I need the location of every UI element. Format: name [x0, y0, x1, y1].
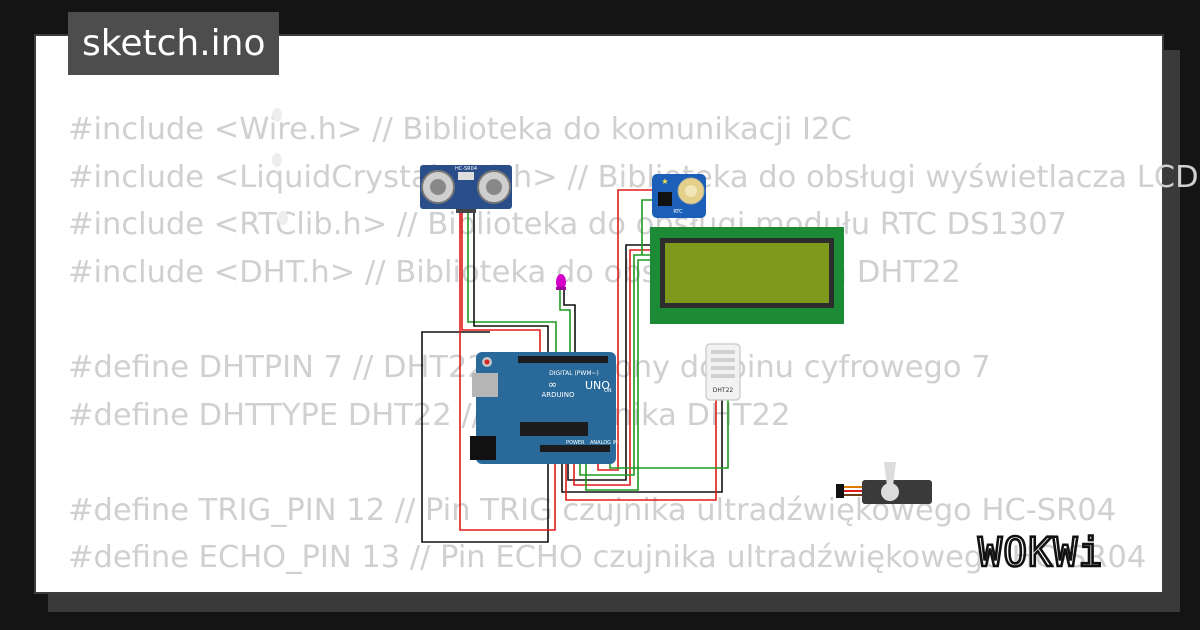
rtc-module[interactable]: ★ RTC — [652, 174, 706, 218]
wire-red — [573, 249, 655, 486]
wire-green — [579, 254, 655, 476]
wire-black — [561, 400, 723, 493]
arduino-power-label: POWER — [566, 440, 585, 446]
pink-led — [556, 274, 566, 290]
wokwi-logo-text: WOKWi — [978, 530, 1103, 576]
wire-black — [567, 244, 655, 481]
arduino-digital-label: DIGITAL (PWM~) — [549, 370, 599, 377]
svg-text:★: ★ — [661, 177, 668, 186]
wire-green — [467, 210, 557, 357]
dht22-sensor[interactable]: DHT22 — [705, 343, 741, 401]
file-tab[interactable]: sketch.ino — [68, 12, 280, 75]
wire-red — [565, 400, 717, 501]
wire-black — [421, 331, 549, 543]
wokwi-logo: WOKWi — [977, 529, 1104, 578]
code-line: #define DHTTYPE DHT22 // Typ czujnika DH… — [68, 397, 791, 433]
rtc-label: RTC — [673, 209, 683, 215]
sonar-label: HC-SR04 — [455, 166, 477, 172]
arduino-analog-label: ANALOG IN — [590, 440, 618, 446]
arduino-uno-board[interactable]: DIGITAL (PWM~) UNO ARDUINO POWER ANALOG … — [470, 352, 618, 464]
code-line: #include <Wire.h> // Biblioteka do komun… — [68, 112, 852, 147]
wire-red — [459, 210, 556, 531]
wire-red — [597, 189, 655, 471]
code-line: #include <LiquidCrystal_I2C.h> // Biblio… — [68, 159, 1199, 195]
arduino-infinity-icon: ∞ — [548, 378, 557, 391]
code-line: #include <RTClib.h> // Biblioteka do obs… — [68, 207, 1068, 243]
code-line: #define ECHO_PIN 13 // Pin ECHO czujnika… — [68, 540, 1147, 576]
lcd-display[interactable] — [650, 227, 844, 324]
wire-red — [461, 210, 541, 357]
arduino-model-label: UNO — [585, 379, 610, 392]
white-led-indicators — [272, 108, 288, 225]
code-background: #include <Wire.h> // Biblioteka do komun… — [68, 106, 1199, 582]
wires — [421, 189, 729, 543]
wire-black — [563, 290, 576, 357]
ultrasonic-sensor[interactable]: HC-SR04 — [420, 165, 512, 213]
arduino-on-label: ON — [604, 388, 612, 394]
wire-green — [585, 259, 655, 491]
preview-card: #include <Wire.h> // Biblioteka do komun… — [34, 34, 1199, 594]
wire-green — [559, 290, 571, 357]
wire-black — [473, 210, 549, 357]
servo-motor[interactable] — [836, 462, 932, 504]
code-line: #define TRIG_PIN 12 // Pin TRIG czujnika… — [68, 492, 1117, 528]
arduino-brand-label: ARDUINO — [542, 391, 575, 399]
dht-label: DHT22 — [713, 387, 734, 394]
